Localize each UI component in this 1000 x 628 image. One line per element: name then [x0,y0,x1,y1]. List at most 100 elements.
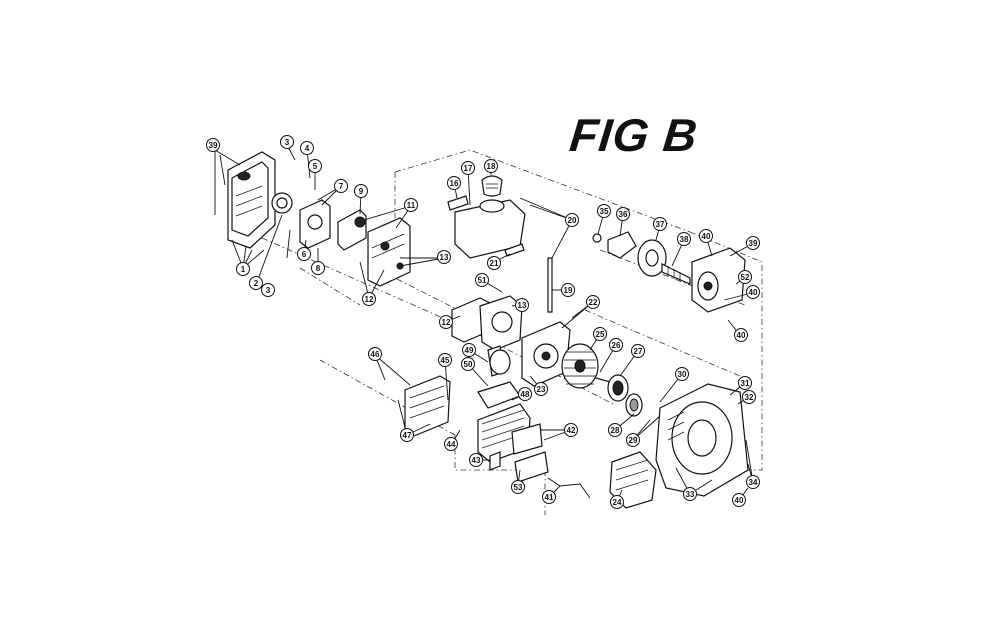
callout: 40 [746,285,760,299]
svg-text:4: 4 [305,144,310,153]
svg-text:39: 39 [749,239,758,248]
clutch-assembly [592,231,746,313]
callout: 36 [616,207,630,221]
callout: 39 [746,236,760,250]
svg-text:40: 40 [735,496,744,505]
callout: 45 [438,353,452,367]
callout: 49 [462,343,476,357]
svg-text:28: 28 [611,426,620,435]
callout: 40 [734,328,748,342]
callout: 42 [564,423,578,437]
callout: 48 [518,387,532,401]
svg-text:8: 8 [316,264,321,273]
callout: 11 [404,198,418,212]
callout: 50 [461,357,475,371]
carburetor-assembly [299,199,411,287]
svg-text:18: 18 [487,162,496,171]
callout: 25 [593,327,607,341]
callout: 37 [653,217,667,231]
callout: 53 [511,480,525,494]
svg-text:34: 34 [749,478,758,487]
svg-text:12: 12 [442,318,451,327]
svg-text:11: 11 [407,201,416,210]
svg-text:9: 9 [359,187,364,196]
svg-text:2: 2 [254,279,259,288]
callout: 17 [461,161,475,175]
svg-text:6: 6 [302,250,307,259]
callout: 13 [515,298,529,312]
svg-text:33: 33 [686,490,695,499]
svg-text:43: 43 [472,456,481,465]
fan-housing [609,383,749,509]
callout: 1 [236,262,250,276]
callout: 18 [484,159,498,173]
callout: 24 [610,495,624,509]
callout: 40 [699,229,713,243]
svg-text:1: 1 [241,265,246,274]
cylinder-muffler [404,345,591,499]
svg-text:48: 48 [521,390,530,399]
callout: 12 [439,315,453,329]
svg-text:12: 12 [365,295,374,304]
svg-text:36: 36 [619,210,628,219]
callout-bubbles: 39 3 4 5 7 9 11 6 8 1 2 3 13 12 17 18 16… [206,135,760,509]
svg-text:41: 41 [545,493,554,502]
svg-text:23: 23 [537,385,546,394]
svg-text:27: 27 [634,347,643,356]
svg-text:7: 7 [339,182,344,191]
callout: 21 [487,256,501,270]
svg-text:20: 20 [568,216,577,225]
air-filter-cover [227,151,293,249]
svg-text:3: 3 [285,138,290,147]
svg-text:24: 24 [613,498,622,507]
callout: 16 [447,176,461,190]
callout: 38 [677,232,691,246]
svg-text:45: 45 [441,356,450,365]
fuel-tank [447,175,553,313]
svg-text:42: 42 [567,426,576,435]
svg-text:31: 31 [741,379,750,388]
callout: 7 [334,179,348,193]
svg-text:40: 40 [702,232,711,241]
callout: 46 [368,347,382,361]
svg-text:47: 47 [403,431,412,440]
svg-text:39: 39 [209,141,218,150]
svg-text:13: 13 [440,253,449,262]
callout: 19 [561,283,575,297]
callout: 29 [626,433,640,447]
callout: 27 [631,344,645,358]
callout: 23 [534,382,548,396]
svg-text:35: 35 [600,207,609,216]
callout: 8 [311,261,325,275]
svg-text:22: 22 [589,298,598,307]
svg-text:5: 5 [313,162,318,171]
callout: 51 [475,273,489,287]
callout: 13 [437,250,451,264]
callout: 2 [249,276,263,290]
svg-text:53: 53 [514,483,523,492]
svg-text:16: 16 [450,179,459,188]
callout: 31 [738,376,752,390]
svg-text:51: 51 [478,276,487,285]
callout: 35 [597,204,611,218]
svg-text:32: 32 [745,393,754,402]
callout: 26 [609,338,623,352]
callout: 47 [400,428,414,442]
svg-text:40: 40 [749,288,758,297]
callout: 3 [261,283,275,297]
callout: 6 [297,247,311,261]
svg-text:40: 40 [737,331,746,340]
callout: 30 [675,367,689,381]
svg-text:19: 19 [564,286,573,295]
callout: 39 [206,138,220,152]
callout: 5 [308,159,322,173]
callout: 4 [300,141,314,155]
svg-text:26: 26 [612,341,621,350]
svg-text:52: 52 [741,273,750,282]
callout: 43 [469,453,483,467]
svg-text:29: 29 [629,436,638,445]
svg-text:3: 3 [266,286,271,295]
callout: 12 [362,292,376,306]
